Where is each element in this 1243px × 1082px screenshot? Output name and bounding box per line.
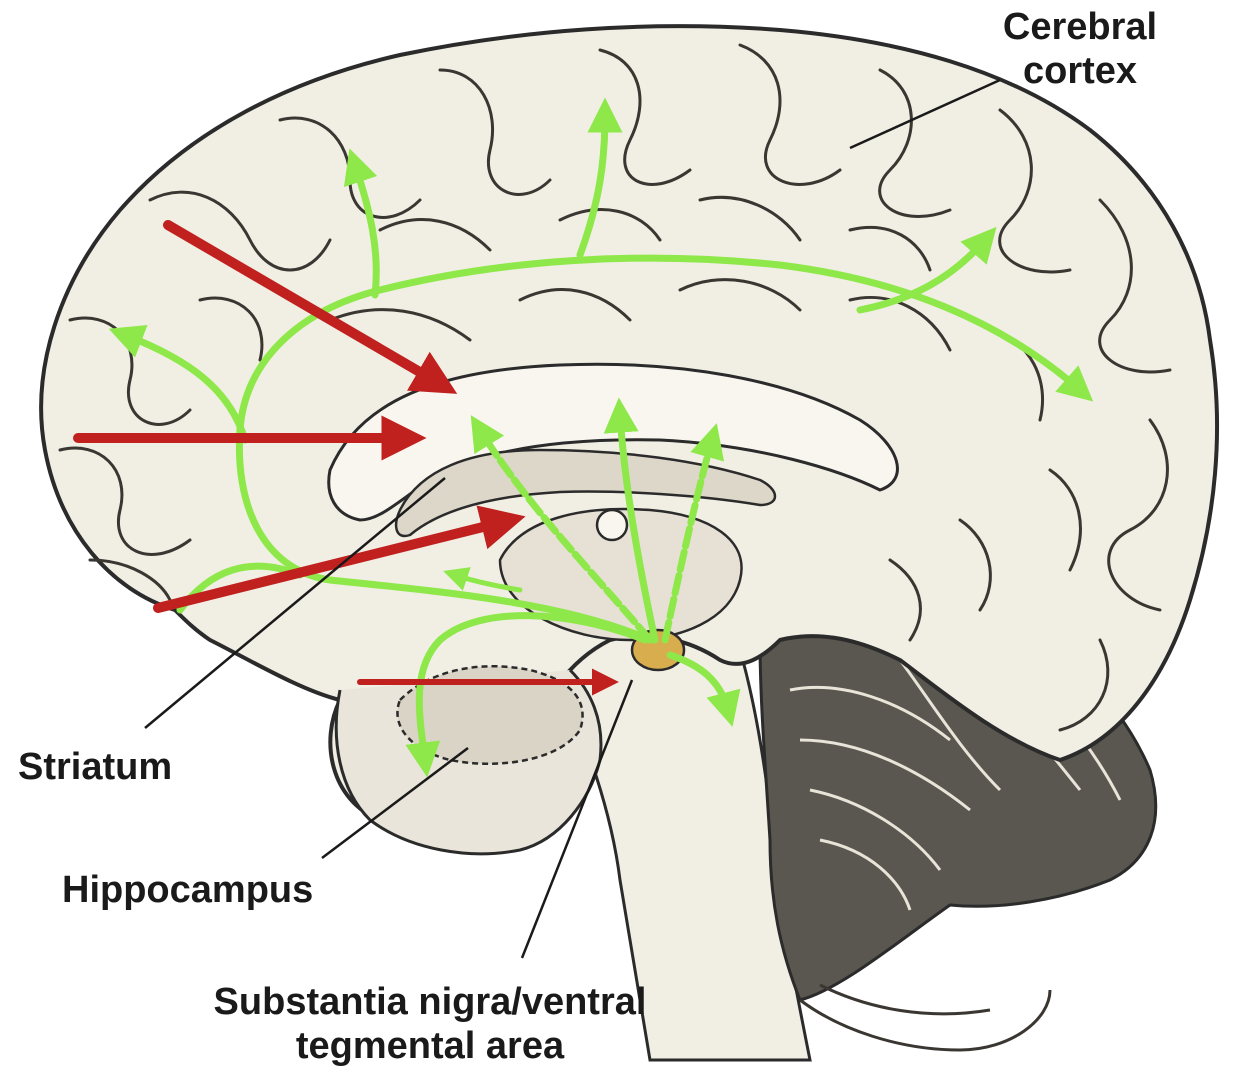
cerebral-cortex-label: Cerebral cortex bbox=[960, 5, 1200, 93]
hippocampus-label: Hippocampus bbox=[62, 868, 313, 912]
interthalamic-adhesion bbox=[597, 510, 627, 540]
substantia-nigra-vta-label-line-1: Substantia nigra/ventral bbox=[180, 980, 680, 1024]
substantia-nigra-vta-label-line-2: tegmental area bbox=[180, 1024, 680, 1068]
cerebral-cortex-label-line-1: Cerebral bbox=[960, 5, 1200, 49]
cerebral-cortex-label-line-2: cortex bbox=[960, 49, 1200, 93]
striatum-label: Striatum bbox=[18, 745, 172, 789]
substantia-nigra-vta-label: Substantia nigra/ventral tegmental area bbox=[180, 980, 680, 1068]
